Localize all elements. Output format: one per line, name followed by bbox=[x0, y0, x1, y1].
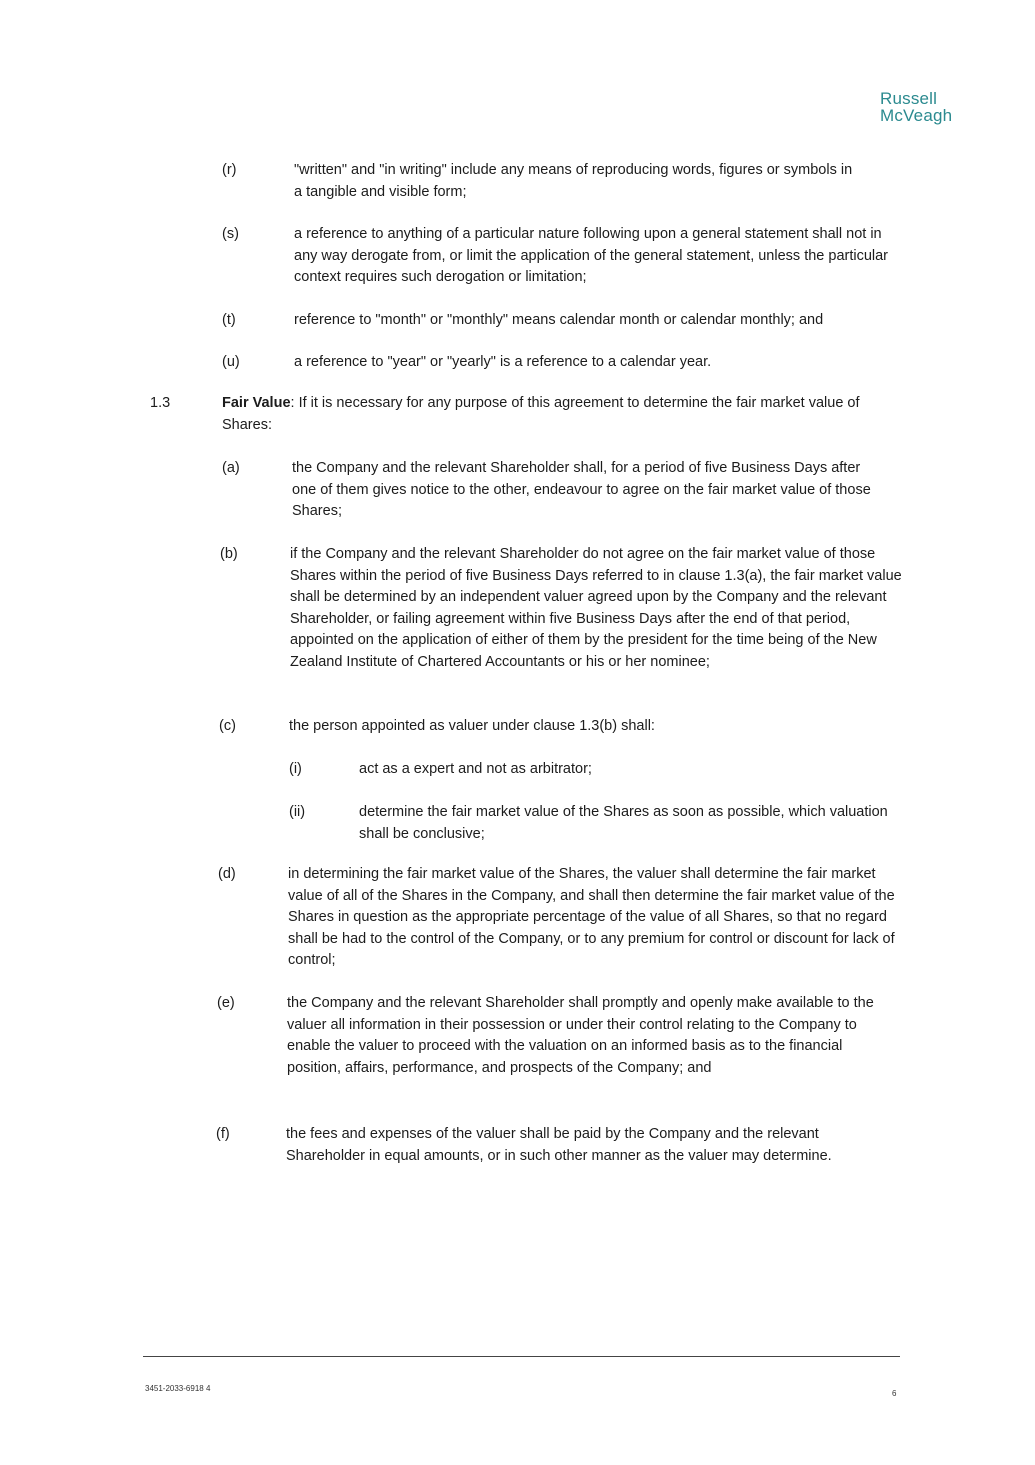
subclause-label: (ii) bbox=[289, 804, 306, 820]
section-heading: Fair Value bbox=[222, 395, 291, 411]
document-reference: 3451-2033-6918 4 bbox=[145, 1384, 211, 1393]
firm-logo: Russell McVeagh bbox=[880, 90, 970, 124]
subclause-label: (i) bbox=[289, 761, 302, 777]
footer-divider bbox=[143, 1356, 900, 1357]
clause-text: "written" and "in writing" include any m… bbox=[294, 162, 853, 200]
clause-label: (r) bbox=[222, 162, 237, 178]
clause-text: a reference to anything of a particular … bbox=[294, 226, 889, 285]
clause-text: a reference to "year" or "yearly" is a r… bbox=[294, 354, 712, 370]
clause-label: (c) bbox=[219, 718, 236, 734]
clause-text: reference to "month" or "monthly" means … bbox=[294, 312, 824, 328]
logo-line-2: McVeagh bbox=[880, 106, 953, 125]
clause-label: (t) bbox=[222, 312, 236, 328]
page-number: 6 bbox=[892, 1389, 897, 1398]
clause-label: (s) bbox=[222, 226, 239, 242]
section-intro: Fair Value: If it is necessary for any p… bbox=[222, 393, 902, 436]
clause-label: (u) bbox=[222, 354, 240, 370]
clause-text: in determining the fair market value of … bbox=[288, 866, 895, 968]
clause-text: if the Company and the relevant Sharehol… bbox=[290, 546, 902, 670]
logo-line-1: Russell bbox=[880, 89, 938, 108]
clause-text: the fees and expenses of the valuer shal… bbox=[286, 1126, 832, 1164]
clause-label: (b) bbox=[220, 546, 238, 562]
clause-label: (e) bbox=[217, 995, 235, 1011]
subclause-text: act as a expert and not as arbitrator; bbox=[359, 761, 592, 777]
clause-label: (d) bbox=[218, 866, 236, 882]
clause-text: the person appointed as valuer under cla… bbox=[289, 718, 655, 734]
clause-label: (f) bbox=[216, 1126, 230, 1142]
subclause-text: determine the fair market value of the S… bbox=[359, 804, 888, 842]
section-number: 1.3 bbox=[150, 395, 171, 411]
clause-text: the Company and the relevant Shareholder… bbox=[287, 995, 874, 1076]
clause-text: the Company and the relevant Shareholder… bbox=[292, 460, 871, 519]
section-intro-text: : If it is necessary for any purpose of … bbox=[222, 395, 860, 433]
clause-label: (a) bbox=[222, 460, 240, 476]
